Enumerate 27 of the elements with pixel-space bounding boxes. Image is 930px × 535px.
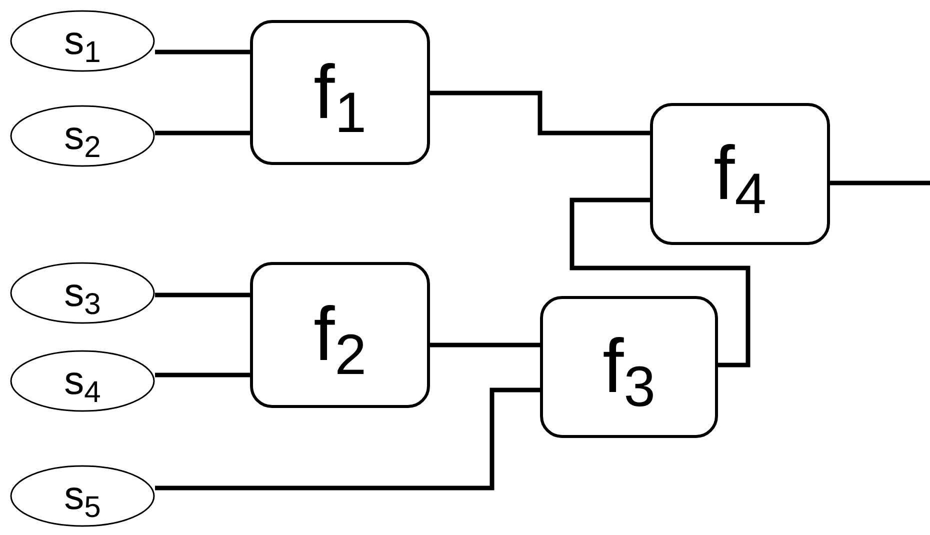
signal-ellipse	[10, 105, 155, 167]
signal-ellipse	[10, 10, 155, 72]
function-box	[650, 103, 830, 245]
connector-line	[155, 292, 250, 298]
connector-line	[830, 180, 930, 186]
node-label: f$_{2}$	[314, 297, 366, 373]
connector-line	[155, 372, 250, 378]
function-box	[250, 262, 430, 408]
connector-line	[430, 342, 540, 348]
node-label: f$_{4}$	[714, 136, 766, 212]
connector-line	[155, 388, 540, 490]
node-label: s$_{2}$	[64, 116, 101, 156]
function-box	[540, 296, 718, 438]
signal-ellipse	[10, 262, 155, 324]
connector-line	[155, 130, 250, 136]
node-label: s$_{3}$	[64, 273, 101, 313]
node-label: s$_{1}$	[64, 21, 101, 61]
connector-line	[570, 198, 750, 368]
node-label: s$_{4}$	[64, 361, 101, 401]
node-label: f$_{1}$	[314, 54, 366, 130]
node-label: f$_{3}$	[602, 329, 656, 405]
signal-ellipse	[10, 465, 155, 527]
function-box	[250, 20, 430, 165]
connector-line	[430, 90, 650, 136]
connector-line	[155, 50, 250, 54]
signal-ellipse	[10, 350, 155, 412]
node-label: s$_{5}$	[64, 476, 101, 516]
